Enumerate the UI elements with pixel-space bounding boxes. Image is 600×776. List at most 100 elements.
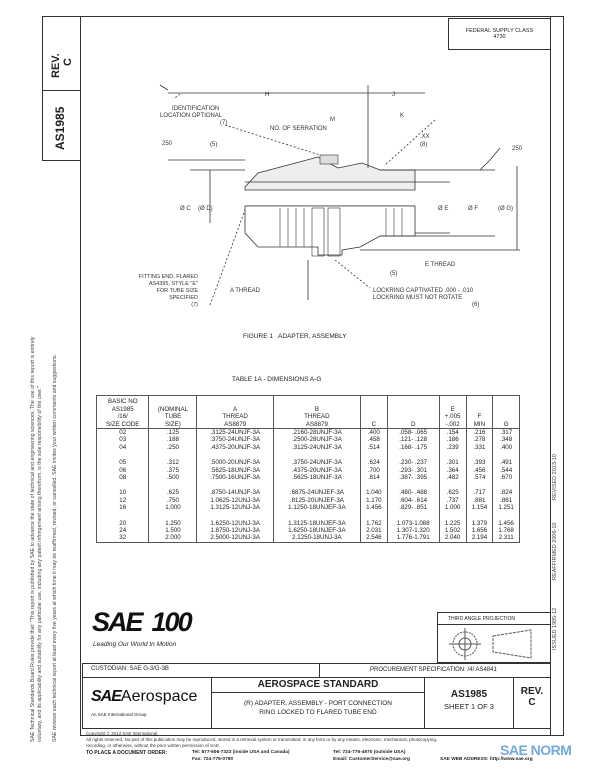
fitting-note-5: (7): [191, 302, 198, 308]
side-doc-number: AS1985: [53, 106, 67, 150]
dia-c: Ø C: [180, 206, 191, 212]
table-cell: .700: [360, 466, 388, 475]
column-header-line: D: [410, 420, 416, 428]
rev-value: C: [528, 697, 536, 708]
custodian-cell: CUSTODIAN: SAE G-3/G-3B: [82, 663, 320, 678]
ident-label: IDENTIFICATION: [172, 106, 219, 112]
dia-e: Ø E: [438, 206, 448, 212]
table-cell: .348: [492, 436, 520, 444]
table-cell: 32: [95, 534, 150, 543]
tel-outside: Tel: 724-776-4970 (outside USA): [333, 750, 406, 755]
table-cell: .375: [148, 466, 198, 475]
dia-f: Ø F: [468, 206, 478, 212]
table-row: 05.312.5000-20UNJF-3A.3750-24UNJF-3A.624…: [95, 459, 520, 467]
table-cell: .814: [360, 474, 388, 482]
table-cell: .4375-20UNJF-3A: [196, 443, 274, 452]
revised-date: REVISED 2013-10: [552, 454, 558, 500]
table-cell: 1.379: [465, 519, 494, 528]
table-cell: 1.0625-12UNJ-3A: [196, 496, 274, 505]
projection-label: THIRD ANGLE PROJECTION: [438, 613, 550, 625]
table-cell: .239: [438, 443, 467, 452]
notice-line-3: SAE reviews each technical report at lea…: [52, 354, 58, 742]
lockring-note-3: (6): [472, 302, 479, 308]
doc-number-cell: AS1985 SHEET 1 OF 3: [424, 677, 514, 729]
column-header-line: E: [450, 405, 455, 413]
adapter-assembly-figure: H J K M NO. OF SERRATION IDENTIFICATION …: [139, 84, 523, 308]
procurement-spec: PROCUREMENT SPECIFICATION: /4/ AS4841: [370, 667, 497, 673]
table-cell: .3750-24UNJF-3A: [272, 459, 362, 467]
table-cell: .3750-24UNJF-3A: [196, 436, 274, 444]
table-cell: 1.456: [360, 504, 388, 512]
dim-k: K: [400, 113, 404, 119]
surface-250-left: 250: [162, 141, 173, 147]
rev-label: REV.: [520, 686, 544, 697]
chamfer-note: (5): [210, 142, 217, 148]
reaffirmed-date: REAFFIRMED 2006-10: [552, 522, 558, 580]
logo-tagline: Leading Our World In Motion: [93, 641, 177, 648]
sae-aerospace-logo: SAEAerospace: [91, 688, 198, 705]
column-header-line: F: [477, 413, 482, 421]
undercut-note-2: (8): [420, 142, 427, 148]
column-header: E+.005-.002: [438, 395, 467, 429]
table-cell: 1.250: [148, 519, 198, 528]
table-cell: .491: [492, 459, 520, 467]
table-cell: 20: [95, 519, 150, 528]
column-header-line: AS8879: [224, 420, 247, 428]
table-row: 02.125.3125-24UNJF-3A.2160-28UNJF-3A.400…: [95, 428, 520, 437]
undercut-note: .XX: [420, 134, 430, 140]
side-rev-label: REV.: [50, 53, 62, 78]
table-cell: .514: [360, 443, 388, 452]
table-cell: .824: [492, 489, 520, 497]
table-cell: 04: [95, 443, 150, 452]
web-address[interactable]: SAE WEB ADDRESS: http://www.sae.org: [440, 757, 533, 762]
table-cell: .393: [465, 459, 494, 467]
table-cell: 1.456: [492, 519, 520, 528]
column-header-line: MIN: [473, 420, 486, 428]
table-row: 04.250.4375-20UNJF-3A.3125-24UNJF-3A.514…: [95, 443, 520, 452]
supply-class-label: FEDERAL SUPPLY CLASS: [465, 28, 534, 34]
table-cell: .317: [492, 428, 520, 437]
column-header-line: (NOMINAL: [157, 405, 189, 413]
table-cell: .574: [465, 474, 494, 482]
table-cell: 2.194: [465, 534, 494, 543]
doc-number: AS1985: [450, 689, 488, 700]
fax: Fax: 724-776-0790: [192, 757, 234, 762]
doc-title-1: (R) ADAPTER, ASSEMBLY - PORT CONNECTION: [244, 700, 392, 707]
column-header: C: [360, 395, 388, 429]
table-cell: 06: [95, 466, 150, 475]
table-cell: .881: [465, 496, 494, 505]
table-cell: .625: [148, 489, 198, 497]
sae-norm-watermark: SAE NORM: [500, 742, 572, 758]
table-cell: 1.6250-12UNJ-3A: [196, 519, 274, 528]
table-cell: .604- .614: [386, 496, 440, 505]
lockring-note-2: LOCKRING MUST NOT ROTATE: [373, 295, 462, 301]
figure-caption: FIGURE 1 ADAPTER, ASSEMBLY: [243, 333, 347, 340]
column-header-line: SIZE CODE: [106, 420, 140, 428]
surface-250-right: 250: [512, 146, 523, 152]
table-cell: 1.768: [492, 527, 520, 535]
table-cell: 1.656: [465, 527, 494, 535]
column-header: D: [386, 395, 440, 429]
table-cell: 1.1250-18UNJEF-3A: [272, 504, 362, 512]
table-cell: 1.776-1.791: [386, 534, 440, 543]
table-title: TABLE 1A - DIMENSIONS A-G: [232, 376, 322, 383]
lockring-note: LOCKRING CAPTIVATED .000 - .010: [373, 288, 474, 294]
table-cell: 1.170: [360, 496, 388, 505]
table-cell: .2500-28UNJF-3A: [272, 436, 362, 444]
column-header-line: SIZE): [165, 420, 181, 428]
fitting-note-4: SPECIFIED: [169, 295, 198, 301]
table-cell: .186: [438, 436, 467, 444]
column-header-line: A: [233, 405, 238, 413]
a-thread-label: A THREAD: [230, 288, 261, 294]
table-cell: .400: [492, 443, 520, 452]
table-cell: .482: [438, 474, 467, 482]
table-cell: .8125-20UNJEF-3A: [272, 496, 362, 505]
table-cell: .544: [492, 466, 520, 475]
column-header-line: G: [503, 420, 509, 428]
table-cell: .168- .175: [386, 443, 440, 452]
